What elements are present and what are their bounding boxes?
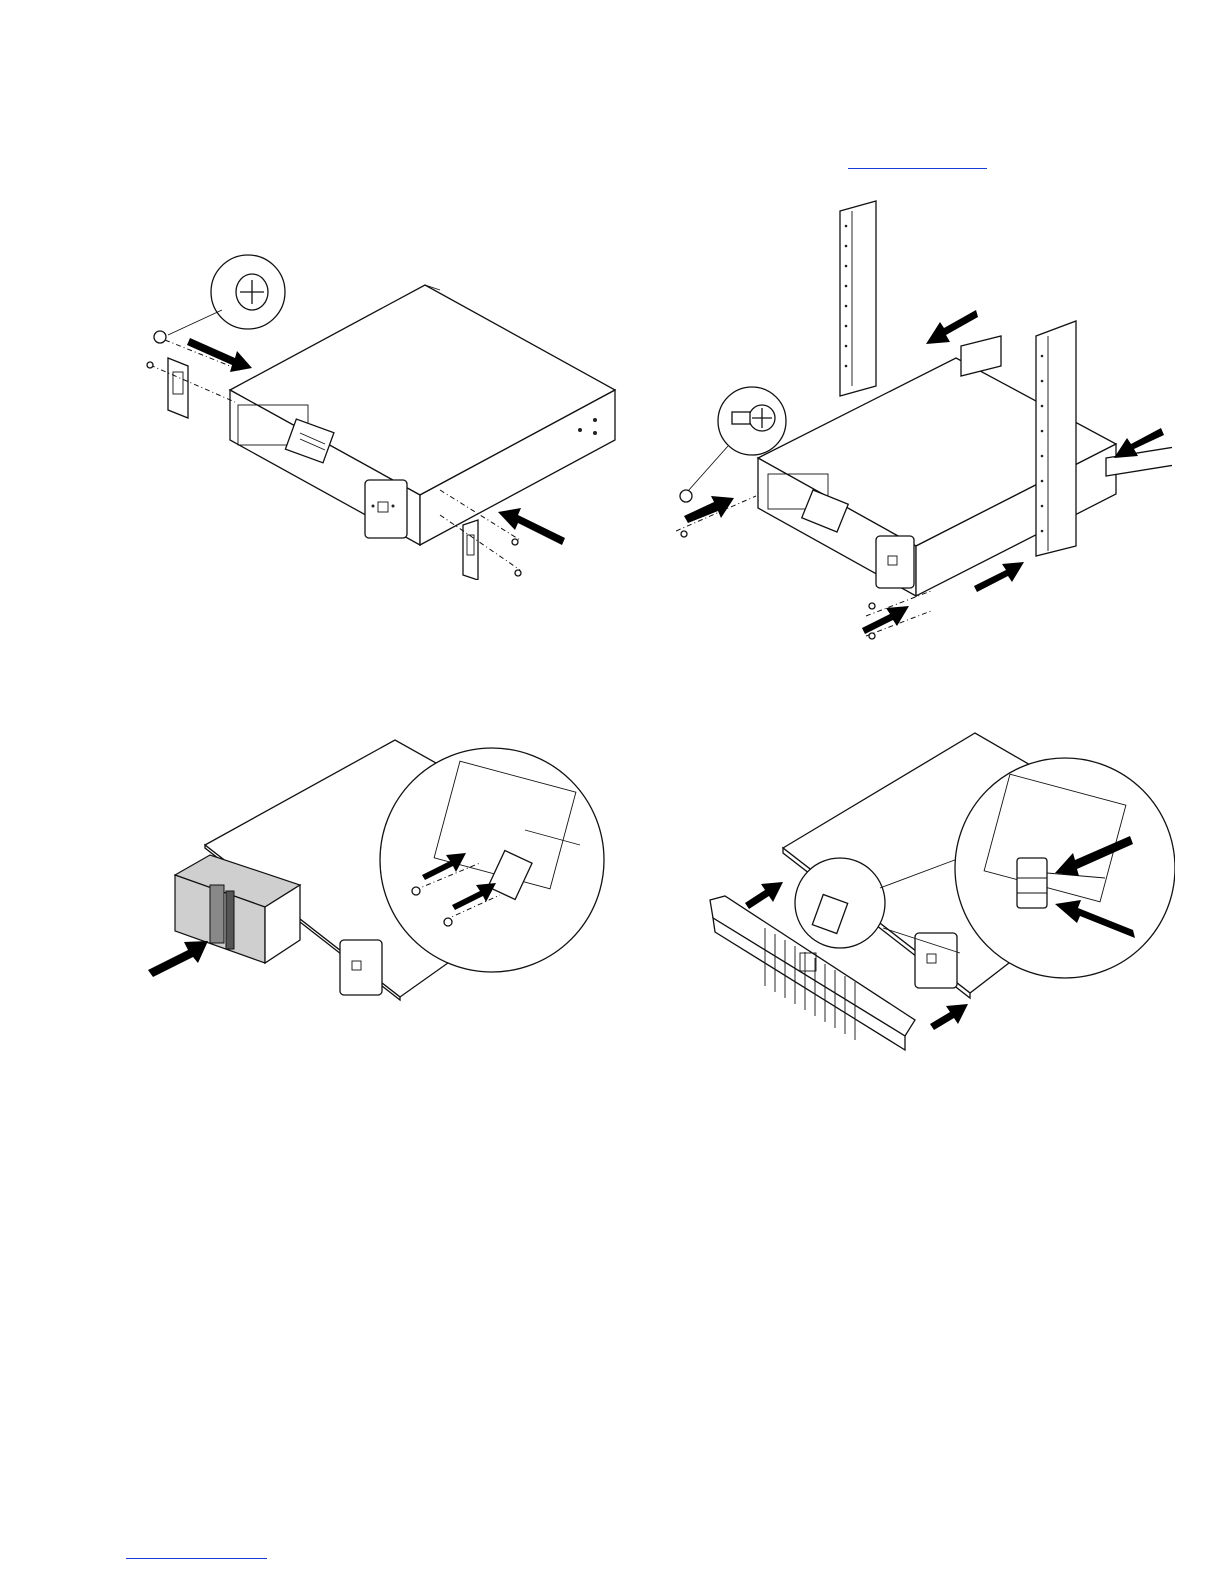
top-hyperlink-underline[interactable] (848, 168, 987, 169)
figure-insert-battery (140, 735, 610, 1005)
figure-install-in-rack (676, 196, 1172, 646)
bottom-hyperlink-underline[interactable] (126, 1558, 267, 1559)
figure-mount-brackets (140, 240, 630, 580)
screw-detail-icon (168, 255, 285, 335)
figure-attach-bezel (705, 728, 1175, 1058)
magnified-detail-icon (380, 748, 604, 972)
magnified-detail-icon (955, 758, 1175, 978)
